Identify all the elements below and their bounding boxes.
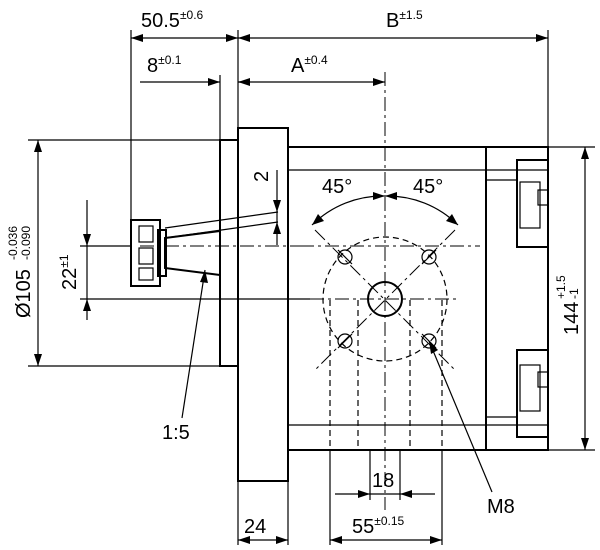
bolt-hole-tr xyxy=(421,249,437,265)
rear-cover-port-bottom xyxy=(486,349,549,438)
shaft-washer xyxy=(157,229,167,277)
dim-angle-right: 45° xyxy=(413,176,443,198)
dim-pilot-depth: 8±0.1 xyxy=(147,53,182,77)
dim-overall-depth: 50.5±0.6 xyxy=(141,8,204,32)
thread-leader xyxy=(428,340,493,493)
dim-key-size: 2 xyxy=(251,171,273,182)
center-lines xyxy=(140,72,480,510)
label-thread: M8 xyxy=(487,496,515,518)
taper-leader xyxy=(181,269,206,419)
dim-bolt-spacing: 55±0.15 xyxy=(352,514,405,538)
bolt-hole-tl xyxy=(337,249,353,265)
dim-flange-width: 24 xyxy=(244,516,266,538)
dim-port-spacing: 18 xyxy=(372,470,394,492)
extension-lines xyxy=(28,30,595,545)
svg-text:+1.5: +1.5 xyxy=(554,275,568,299)
svg-text:Ø105: Ø105 xyxy=(13,269,35,318)
bolt-hole-bl xyxy=(337,333,353,349)
svg-text:-0.036: -0.036 xyxy=(6,226,20,260)
dimension-lines xyxy=(34,34,589,544)
svg-text:2: 2 xyxy=(251,171,273,182)
dimension-labels: 50.5±0.6 B±1.5 8±0.1 A±0.4 Ø105 -0.036 -… xyxy=(6,8,583,538)
dim-angle-left: 45° xyxy=(322,176,352,198)
hidden-bore-lines xyxy=(329,300,443,450)
svg-text:-0.090: -0.090 xyxy=(19,226,33,260)
dim-port-b: B±1.5 xyxy=(386,8,423,32)
dim-port-a: A±0.4 xyxy=(291,53,328,77)
svg-text:22±1: 22±1 xyxy=(57,254,81,290)
pilot-collar xyxy=(219,139,239,367)
dim-height: 144 +1.5 -1 xyxy=(554,275,583,335)
dim-shaft-offset: 22±1 xyxy=(57,254,81,290)
pump-body xyxy=(219,127,549,482)
svg-text:144: 144 xyxy=(561,302,583,335)
dim-pilot-diameter: Ø105 -0.036 -0.090 xyxy=(6,226,35,318)
shaft-nut xyxy=(130,219,161,287)
label-taper: 1:5 xyxy=(162,422,190,444)
rear-cover-port-top xyxy=(486,159,549,248)
tapered-shaft xyxy=(130,211,279,287)
svg-text:-1: -1 xyxy=(567,288,581,299)
bolt-hole-br xyxy=(421,333,437,349)
